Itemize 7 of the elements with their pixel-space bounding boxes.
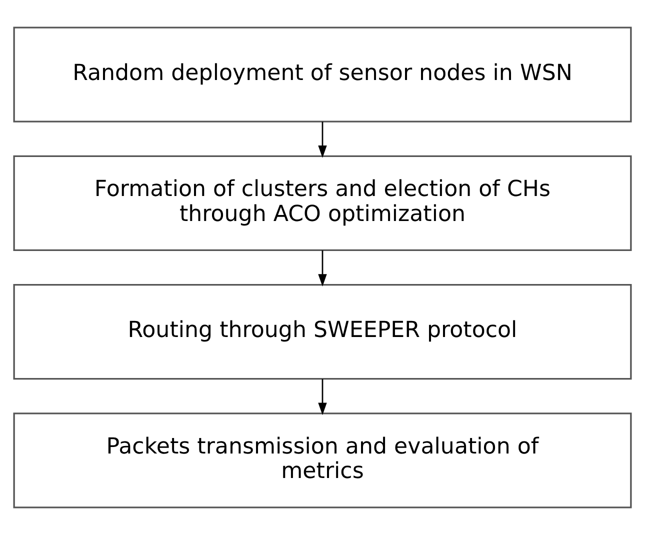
arrow bbox=[318, 378, 327, 415]
arrow bbox=[318, 121, 327, 158]
arrow bbox=[318, 250, 327, 286]
node-box: Routing through SWEEPER protocol bbox=[13, 283, 632, 380]
node-box: Random deployment of sensor nodes in WSN bbox=[13, 26, 632, 122]
node-box: Formation of clusters and election of CHs through ACO optimization bbox=[13, 154, 632, 251]
node-box: Packets transmission and evaluation of metrics bbox=[13, 412, 632, 508]
